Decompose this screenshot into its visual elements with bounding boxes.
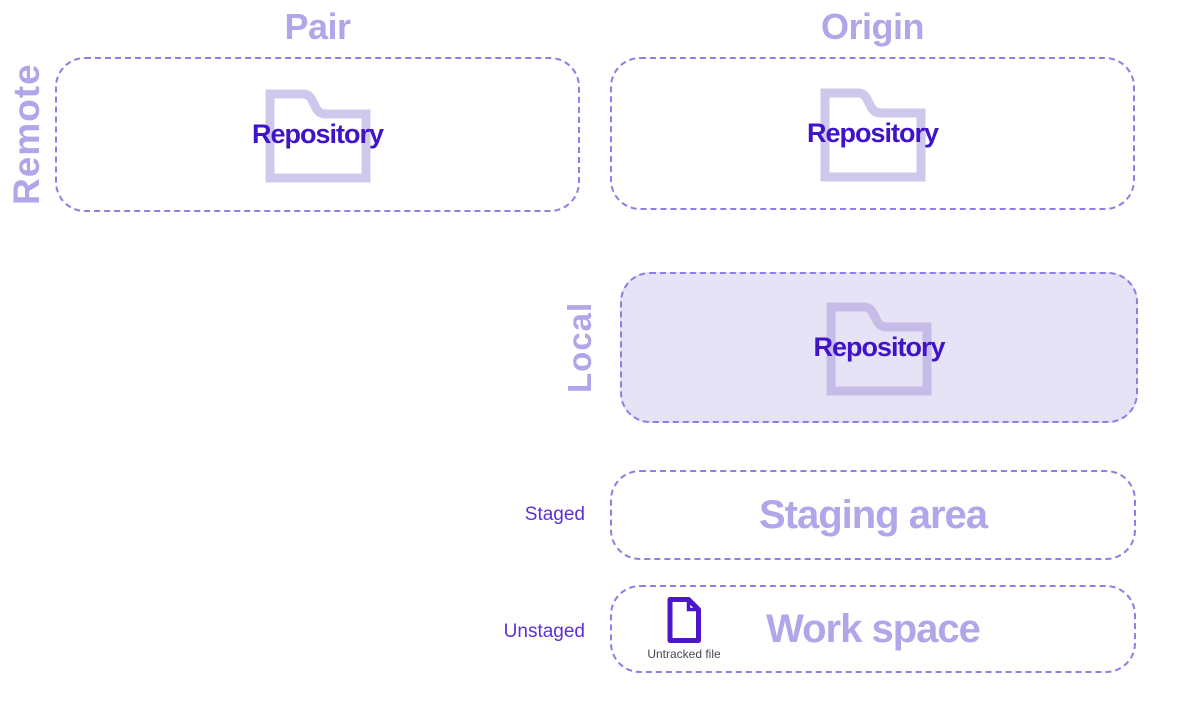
workspace-box: Untracked file Work space [610,585,1136,673]
origin-repository-box: Repository [610,57,1135,210]
staged-row-label: Staged [524,504,585,525]
unstaged-row-label: Unstaged [503,621,585,642]
remote-section-label: Remote [6,63,47,206]
repository-label: Repository [813,332,945,362]
workspace-title: Work space [766,606,981,651]
origin-title: Origin [821,6,925,47]
folder-icon [265,89,370,182]
local-section-label: Local [561,301,598,394]
local-repository-box: Repository [620,272,1138,423]
untracked-file-caption: Untracked file [647,647,721,661]
folder-icon [820,88,925,181]
untracked-file-cluster: Untracked file [638,596,730,661]
repository-cluster: Repository [252,87,384,183]
staging-area-box: Staging area [610,470,1136,560]
repository-label: Repository [251,119,384,149]
repository-cluster: Repository [813,300,946,396]
pair-repository-box: Repository [55,57,580,212]
repository-label: Repository [806,118,939,148]
folder-icon [826,302,932,395]
repository-cluster: Repository [807,86,939,182]
untracked-file-icon [667,597,701,643]
pair-title: Pair [284,6,351,47]
staging-area-title: Staging area [758,492,988,537]
